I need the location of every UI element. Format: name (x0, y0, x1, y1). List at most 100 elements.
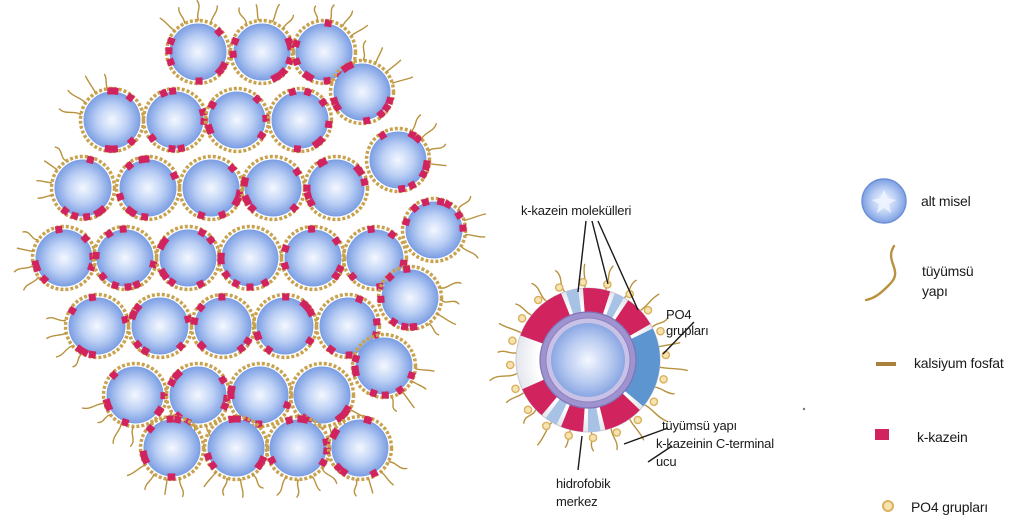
sub-micelle (240, 157, 304, 220)
legend-po4-icon (883, 501, 893, 511)
hair-strand (223, 479, 227, 495)
hair-strand (466, 235, 485, 237)
k-casein-mark (165, 47, 172, 54)
label-hidrofobik-line2: merkez (556, 494, 597, 510)
sub-micelle (14, 225, 96, 289)
k-casein-mark (363, 117, 371, 125)
sub-micelle-body (69, 298, 125, 354)
k-casein-mark (124, 283, 132, 291)
label-po4-line1: PO4 (666, 307, 691, 323)
sub-micelle (367, 115, 446, 193)
sub-micelle (217, 227, 281, 291)
micelle-cluster (14, 1, 485, 498)
hair-strand (73, 354, 82, 367)
hair-strand (59, 109, 80, 115)
hair-strand (376, 48, 383, 63)
legend-icons (862, 179, 906, 511)
k-casein-mark (218, 293, 225, 300)
k-casein-mark (297, 415, 305, 423)
hair-strand (412, 115, 421, 131)
hair-strand (277, 478, 286, 496)
legend-tuyumsu-line1: tüyümsü (922, 262, 974, 281)
hair-strand (314, 6, 317, 21)
hair-strand (507, 393, 524, 403)
po4-bead (644, 307, 651, 314)
sub-micelle (157, 227, 220, 290)
po4-bead (543, 422, 550, 429)
hair-strand (660, 367, 688, 370)
hair-strand (498, 351, 516, 353)
k-casein-mark (227, 386, 235, 394)
sub-micelle (351, 335, 434, 412)
sub-micelle (229, 5, 294, 84)
speck (803, 408, 805, 410)
po4-bead (512, 385, 519, 392)
hair-strand (253, 475, 263, 488)
k-casein-mark (83, 213, 91, 221)
po4-bead (579, 279, 586, 286)
hair-strand (23, 232, 38, 240)
hair-strand (131, 427, 134, 446)
k-casein-mark (167, 473, 174, 480)
k-casein-mark (166, 415, 173, 422)
hair-strand (105, 74, 108, 88)
k-casein-mark (303, 185, 310, 192)
hair-strand (429, 144, 446, 151)
sub-micelle (92, 225, 157, 290)
label-cterminal-line1: k-kazeinin C-terminal (656, 436, 774, 452)
sub-micelle (160, 1, 229, 85)
hair-strand (363, 41, 366, 60)
hair-strand (422, 124, 437, 139)
po4-bead (556, 284, 563, 291)
sub-micelle (59, 74, 143, 152)
single-micelle (490, 264, 687, 450)
legend-kkazein: k-kazein (917, 428, 968, 447)
hair-strand (180, 479, 184, 497)
hair-strand (241, 480, 243, 498)
hair-strand (440, 283, 461, 289)
hair-strand (458, 197, 470, 210)
po4-bead (662, 351, 669, 358)
k-casein-mark (119, 225, 126, 232)
sub-micelle (269, 88, 333, 153)
legend-tuyumsu-line2: yapı (922, 282, 948, 301)
po4-bead (519, 315, 526, 322)
hair-strand (351, 26, 367, 36)
k-casein-mark (229, 50, 237, 58)
sub-micelle (116, 155, 180, 220)
po4-bead (509, 337, 516, 344)
k-casein-mark (360, 178, 368, 186)
sub-micelle (281, 225, 345, 289)
k-casein-mark (141, 213, 149, 221)
hair-strand (37, 181, 52, 183)
hair-strand (442, 301, 459, 304)
sub-micelle (190, 293, 254, 357)
sub-micelle (144, 87, 208, 152)
legend-hair-icon (866, 246, 895, 300)
k-casein-mark (323, 77, 331, 85)
sub-micelle-body (232, 367, 288, 423)
k-casein-mark (294, 145, 302, 153)
hair-strand (86, 76, 96, 93)
legend-calcium-phosphate-icon (876, 362, 896, 366)
k-casein-mark (240, 179, 248, 187)
hair-strand (273, 5, 280, 22)
k-casein-mark (403, 265, 411, 273)
label-kkazein-molecules: k-kazein molekülleri (521, 203, 631, 219)
hair-strand (284, 15, 294, 28)
k-casein-mark (234, 415, 241, 422)
pointer-hidrofobik (578, 436, 582, 470)
k-casein-mark (92, 252, 100, 260)
hair-strand (500, 324, 522, 333)
hair-strand (47, 318, 66, 321)
k-casein-mark (410, 323, 418, 331)
hair-strand (165, 480, 167, 495)
sub-micelle (37, 147, 115, 221)
hair-strand (430, 164, 446, 166)
k-casein-mark (104, 145, 112, 153)
hair-strand (412, 381, 426, 389)
k-casein-mark (308, 225, 315, 232)
sub-micelle (253, 293, 317, 357)
k-casein-mark (325, 120, 333, 128)
po4-bead (634, 416, 641, 423)
